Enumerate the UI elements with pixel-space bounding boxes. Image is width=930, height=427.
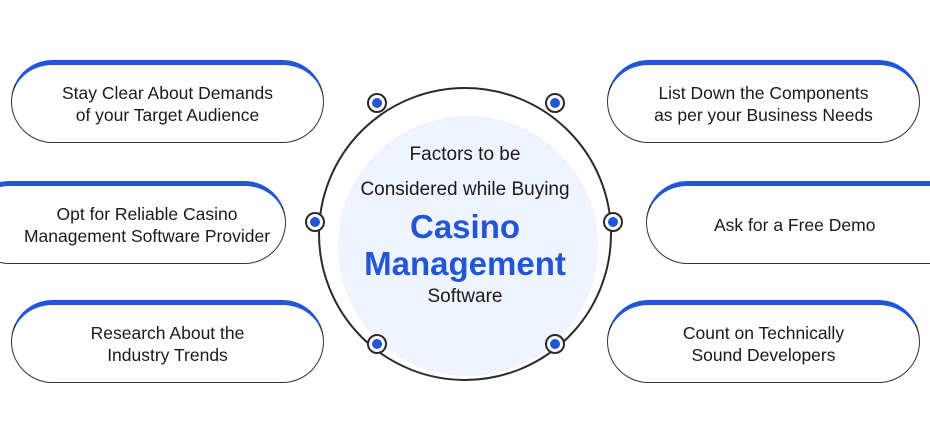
- connector-dot-top-right: [545, 93, 565, 113]
- factor-text-line: Research About the: [90, 322, 245, 343]
- factor-technical-developers: Count on Technically Sound Developers: [607, 300, 920, 383]
- center-title-highlight-2: Management: [364, 245, 566, 282]
- factor-text-line: Count on Technically: [682, 322, 845, 343]
- factor-text-line: of your Target Audience: [75, 104, 260, 125]
- center-title-highlight-1: Casino: [409, 208, 521, 245]
- connector-dot-bottom-left: [367, 334, 387, 354]
- center-title-line-5: Software: [427, 286, 503, 307]
- connector-dot-right: [603, 212, 623, 232]
- center-title-line-2: Considered while Buying: [360, 179, 570, 200]
- center-circle-ring: [318, 87, 612, 381]
- center-title-line-1: Factors to be: [409, 144, 521, 165]
- factor-industry-trends: Research About the Industry Trends: [11, 300, 324, 383]
- connector-dot-left: [305, 212, 325, 232]
- factor-text-line: Industry Trends: [107, 344, 228, 365]
- factor-text-line: as per your Business Needs: [654, 104, 873, 125]
- factor-text-line: Management Software Provider: [23, 225, 271, 246]
- connector-dot-bottom-right: [545, 334, 565, 354]
- factor-free-demo: Ask for a Free Demo: [646, 181, 930, 264]
- factor-text-line: Sound Developers: [691, 344, 836, 365]
- factor-text-line: List Down the Components: [658, 82, 869, 103]
- center-title: Factors to be Considered while Buying Ca…: [318, 138, 612, 312]
- factor-text-line: Stay Clear About Demands: [61, 82, 274, 103]
- connector-dot-top-left: [367, 93, 387, 113]
- factor-text-line: Opt for Reliable Casino: [56, 203, 238, 224]
- factor-text-line: Ask for a Free Demo: [714, 214, 876, 235]
- factor-reliable-provider: Opt for Reliable Casino Management Softw…: [0, 181, 286, 264]
- factor-target-audience: Stay Clear About Demands of your Target …: [11, 60, 324, 143]
- factor-components: List Down the Components as per your Bus…: [607, 60, 920, 143]
